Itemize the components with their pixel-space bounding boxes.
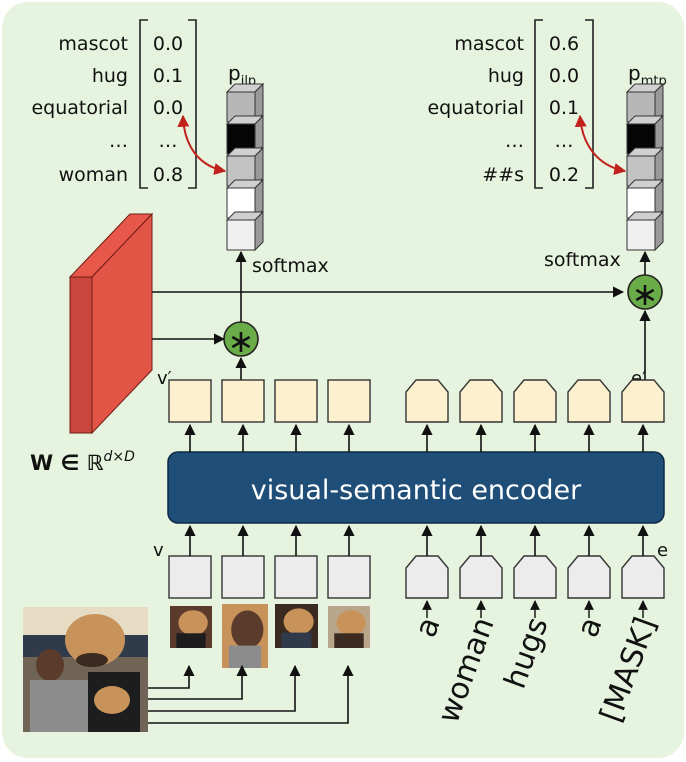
- visual-input-token: [221, 555, 265, 599]
- text-input-token: [459, 555, 503, 599]
- visual-output-token: [221, 379, 265, 423]
- left-vector-bracket: [139, 19, 197, 189]
- v-prime-label: v′: [157, 368, 172, 389]
- photo-to-v-arrows: [148, 664, 354, 724]
- svg-text:visual-semantic encoder: visual-semantic encoder: [251, 475, 582, 506]
- left-vector-row-label: hug: [92, 65, 128, 87]
- text-output-tokens: [405, 379, 665, 423]
- image-crops: [170, 604, 370, 668]
- softmax-left-label: softmax: [252, 255, 329, 277]
- text-input-token: [621, 555, 665, 599]
- visual-output-token: [327, 379, 371, 423]
- probability-cell: [225, 114, 265, 156]
- visual-semantic-encoder: visual-semantic encoder: [167, 451, 665, 524]
- right-probability-stack: [625, 82, 665, 252]
- probability-cell: [225, 210, 265, 252]
- text-input-token: [513, 555, 557, 599]
- text-output-token: [459, 379, 503, 423]
- right-vector-row-value: …: [555, 130, 574, 152]
- input-photo: [23, 607, 148, 732]
- left-probability-stack: [225, 82, 265, 252]
- left-vector-row-label: woman: [59, 164, 128, 186]
- text-input-tokens: [405, 555, 665, 599]
- text-output-token: [621, 379, 665, 423]
- visual-input-token: [327, 555, 371, 599]
- right-vector-row-label: mascot: [454, 33, 524, 55]
- text-output-token: [513, 379, 557, 423]
- e-label: e: [657, 540, 668, 561]
- softmax-right-label: softmax: [544, 249, 621, 271]
- image-crop: [222, 604, 268, 668]
- image-crop: [170, 606, 212, 648]
- text-input-token: [405, 555, 449, 599]
- right-vector-row-label: equatorial: [427, 97, 524, 119]
- text-output-token: [567, 379, 611, 423]
- visual-input-tokens: [168, 555, 371, 599]
- text-output-token: [405, 379, 449, 423]
- left-red-arrow: [177, 114, 227, 175]
- flow-arrows: [184, 423, 649, 618]
- left-vector-row-value: 0.8: [153, 164, 183, 186]
- v-label: v: [153, 540, 164, 561]
- visual-input-token: [274, 555, 318, 599]
- left-vector-row-label: …: [109, 130, 128, 152]
- right-vector-row-value: 0.0: [549, 65, 579, 87]
- right-vector-bracket: [534, 19, 594, 189]
- weight-label: W ∈ ℝd×D: [30, 449, 135, 475]
- image-crop: [328, 606, 370, 648]
- visual-output-tokens: [168, 379, 371, 423]
- svg-text:∗: ∗: [228, 322, 255, 360]
- text-input-token: [567, 555, 611, 599]
- left-vector-row-value: 0.0: [153, 97, 183, 119]
- probability-cell: [625, 210, 665, 252]
- left-vector-row-label: mascot: [58, 33, 128, 55]
- image-crop: [275, 604, 318, 648]
- right-vector-row-label: hug: [488, 65, 524, 87]
- right-vector-row-label: …: [505, 130, 524, 152]
- left-vector-row-value: 0.0: [153, 33, 183, 55]
- right-vector-row-value: 0.2: [549, 164, 579, 186]
- right-operator-circle: ∗: [627, 274, 663, 313]
- right-vector-row-value: 0.1: [549, 97, 579, 119]
- svg-text:∗: ∗: [632, 275, 659, 313]
- right-red-arrow: [574, 114, 627, 175]
- visual-input-token: [168, 555, 212, 599]
- left-operator-circle: ∗: [223, 321, 259, 360]
- right-vector-row-value: 0.6: [549, 33, 579, 55]
- left-vector-row-value: …: [159, 130, 178, 152]
- visual-output-token: [168, 379, 212, 423]
- left-vector-row-value: 0.1: [153, 65, 183, 87]
- left-vector-row-label: equatorial: [31, 97, 128, 119]
- weight-matrix-w: [68, 212, 154, 435]
- visual-output-token: [274, 379, 318, 423]
- right-vector-row-label: ##s: [482, 164, 524, 186]
